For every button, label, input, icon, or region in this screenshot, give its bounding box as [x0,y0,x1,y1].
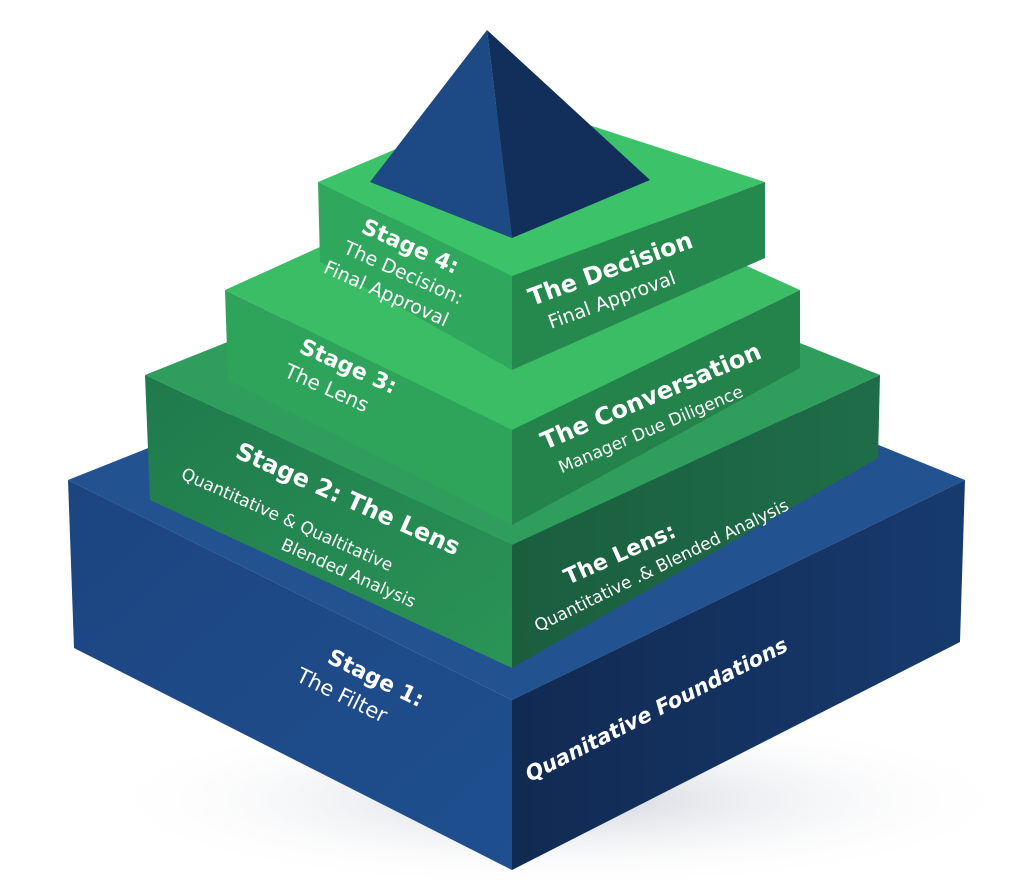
tier-2-left-face [145,375,512,668]
tier-4-right-face [512,182,765,370]
tier-3-right-face [512,290,800,525]
tier-1-left-face [68,480,512,870]
tier-2-right-face [512,375,880,668]
capstone-left-face [370,30,512,238]
tier-1-right-face [512,480,965,870]
capstone-right-face [487,30,650,238]
tier-4-left-face [318,182,512,370]
tier-3-left-face [225,290,512,525]
capstone-pyramid [370,30,650,238]
